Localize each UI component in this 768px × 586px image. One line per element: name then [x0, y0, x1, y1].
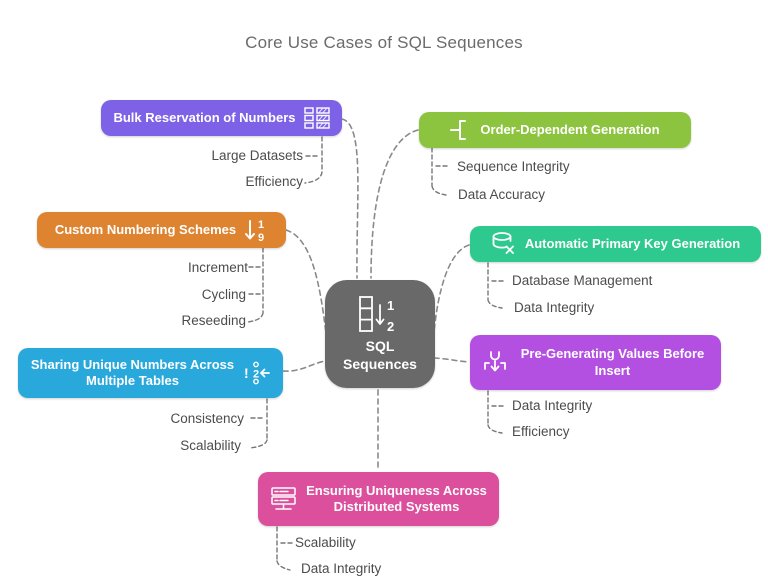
insert-values-icon [482, 350, 508, 376]
node-pre-generating-values: Pre-Generating Values Before Insert [470, 335, 721, 390]
sub-label-data-integrity: Data Integrity [301, 561, 382, 576]
node-sharing-unique-numbers: Sharing Unique Numbers Across Multiple T… [18, 348, 283, 398]
sequence-column-icon: 1 2 [357, 295, 403, 335]
subconnector-unique [276, 526, 293, 571]
server-icon [270, 486, 298, 512]
connector-autopk [433, 244, 470, 333]
sub-label-data-integrity: Data Integrity [514, 300, 595, 315]
sub-label-sequence-integrity: Sequence Integrity [457, 159, 570, 174]
descending-1-9-icon: 1 9 [244, 217, 268, 243]
svg-text:2: 2 [253, 369, 259, 381]
database-x-icon [491, 231, 517, 257]
connector-order [370, 129, 419, 279]
connector-bulk [341, 118, 359, 279]
svg-text:9: 9 [258, 232, 264, 243]
subconnector-sharing [249, 398, 268, 449]
connector-custom [285, 229, 327, 334]
subconnector-custom [247, 247, 264, 323]
sub-label-consistency: Consistency [170, 411, 244, 426]
node-bulk-reservation: Bulk Reservation of Numbers [101, 100, 342, 136]
numbered-list-icon [303, 107, 330, 129]
connector-sharing [282, 360, 326, 372]
node-sql-sequences: 1 2 SQL Sequences [325, 280, 435, 388]
node-automatic-primary-key: Automatic Primary Key Generation [470, 226, 761, 262]
node-ensuring-uniqueness: Ensuring Uniqueness Across Distributed S… [258, 472, 499, 526]
sub-label-database-management: Database Management [512, 273, 653, 288]
node-custom-numbering: Custom Numbering Schemes 1 9 [37, 212, 286, 248]
node-label: Pre-Generating Values Before Insert [520, 346, 705, 378]
subconnector-pregen [487, 390, 504, 434]
sub-label-data-accuracy: Data Accuracy [458, 187, 546, 202]
bracket-sequence-icon [450, 118, 472, 142]
node-order-dependent: Order-Dependent Generation [419, 112, 691, 148]
connector-pregen [433, 357, 470, 363]
svg-text:1: 1 [387, 298, 394, 313]
sub-label-increment: Increment [187, 260, 248, 275]
sub-label-efficiency: Efficiency [512, 424, 570, 439]
svg-text:!: ! [244, 365, 249, 381]
node-label: Bulk Reservation of Numbers [113, 109, 296, 125]
svg-text:1: 1 [258, 219, 264, 231]
node-label: Sharing Unique Numbers Across Multiple T… [30, 356, 235, 388]
node-label: Automatic Primary Key Generation [524, 235, 741, 251]
subconnector-bulk [304, 136, 323, 184]
center-label: SQL Sequences [343, 338, 417, 372]
sub-label-cycling: Cycling [201, 287, 246, 302]
diagram-title: Core Use Cases of SQL Sequences [245, 33, 523, 52]
shared-number-icon: ! 2 [243, 360, 271, 386]
node-label: Custom Numbering Schemes [54, 221, 237, 237]
node-label: Ensuring Uniqueness Across Distributed S… [306, 482, 487, 514]
subconnector-order [431, 147, 449, 196]
sub-label-scalability: Scalability [180, 438, 241, 453]
svg-text:2: 2 [387, 319, 394, 334]
node-label: Order-Dependent Generation [480, 121, 660, 137]
sub-label-reseeding: Reseeding [181, 313, 246, 328]
sub-label-efficiency: Efficiency [245, 174, 303, 189]
sub-label-large-datasets: Large Datasets [211, 148, 303, 163]
sub-label-data-integrity: Data Integrity [512, 398, 593, 413]
subconnector-autopk [487, 262, 504, 309]
sub-label-scalability: Scalability [295, 535, 356, 550]
